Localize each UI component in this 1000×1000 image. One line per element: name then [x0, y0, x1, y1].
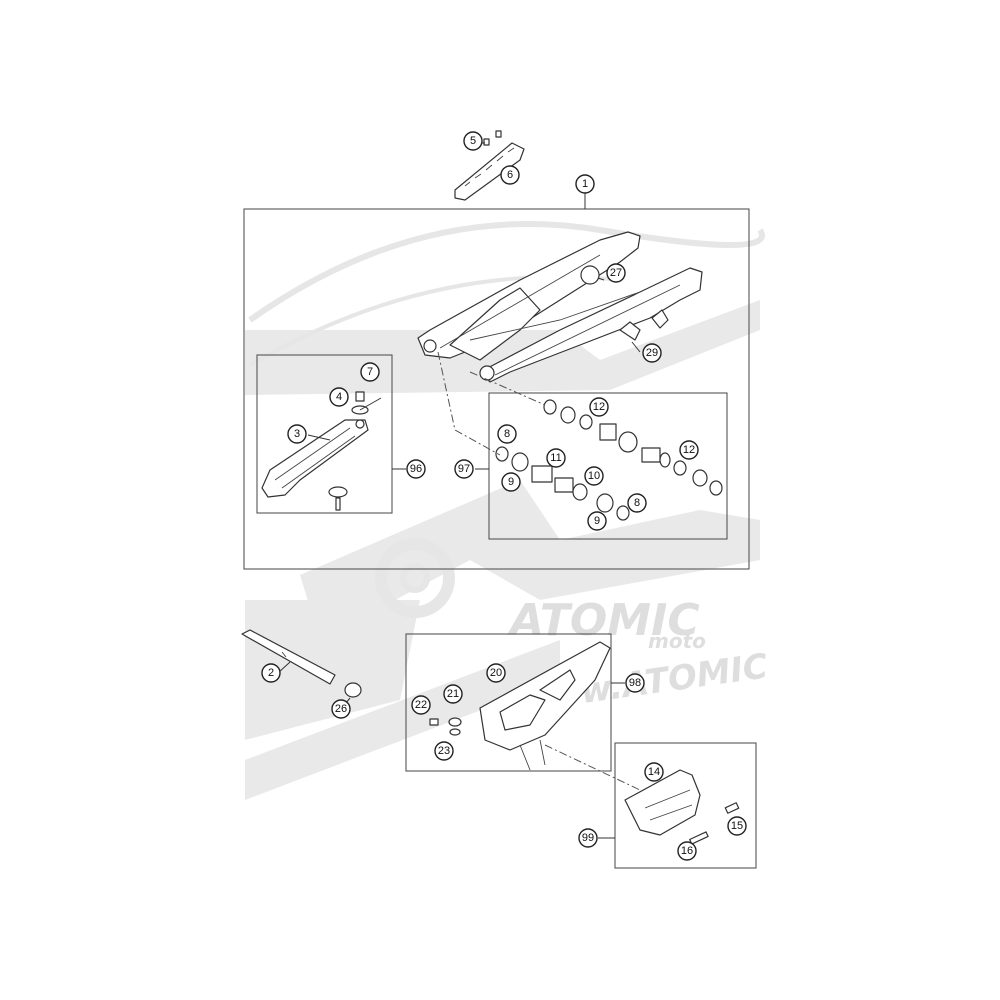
- svg-text:14: 14: [648, 766, 660, 778]
- chain-guard-kit-frame: [405, 633, 612, 772]
- callout-1: 1: [575, 174, 595, 194]
- assembly-line: [544, 744, 641, 791]
- callout-20: 20: [486, 663, 506, 683]
- watermark-moto: moto: [648, 629, 706, 653]
- watermark-brand: ATOMIC: [507, 595, 700, 646]
- callout-16: 16: [677, 841, 697, 861]
- callout-99: 99: [578, 828, 598, 848]
- svg-text:5: 5: [470, 135, 476, 147]
- swingarm-axle-part: [241, 629, 362, 698]
- chain-guard-part: [429, 641, 611, 771]
- callout-12-right: 12: [679, 440, 699, 460]
- callout-15: 15: [727, 816, 747, 836]
- callout-12-top: 12: [589, 397, 609, 417]
- callout-96: 96: [406, 459, 426, 479]
- bearing-kit-frame: [488, 392, 728, 540]
- callout-21: 21: [443, 684, 463, 704]
- assembly-line: [437, 351, 501, 456]
- svg-text:4: 4: [336, 391, 342, 403]
- svg-text:15: 15: [731, 820, 743, 832]
- chain-slider-kit-frame: [256, 354, 393, 514]
- callout-9-right: 9: [587, 511, 607, 531]
- callout-2: 2: [261, 663, 281, 683]
- svg-text:20: 20: [490, 667, 502, 679]
- chain-slide-part: [454, 130, 525, 201]
- callout-10: 10: [584, 466, 604, 486]
- svg-text:6: 6: [507, 169, 513, 181]
- callout-6: 6: [500, 165, 520, 185]
- chain-guide-part: [624, 769, 740, 845]
- callout-26: 26: [331, 699, 351, 719]
- callout-11: 11: [546, 448, 566, 468]
- svg-text:10: 10: [588, 470, 600, 482]
- callout-8-right: 8: [627, 493, 647, 513]
- bearing-parts: [495, 399, 723, 521]
- chain-guide-kit-frame: [614, 742, 757, 869]
- assembly-line: [469, 371, 546, 406]
- callout-3: 3: [287, 424, 307, 444]
- svg-text:21: 21: [447, 688, 459, 700]
- svg-text:12: 12: [683, 444, 695, 456]
- svg-text:8: 8: [634, 497, 640, 509]
- chain-slider-part: [261, 391, 369, 511]
- swingarm-assembly-frame: [243, 208, 750, 570]
- svg-text:98: 98: [629, 677, 641, 689]
- callout-8-left: 8: [497, 424, 517, 444]
- svg-text:27: 27: [610, 267, 622, 279]
- svg-text:12: 12: [593, 401, 605, 413]
- svg-text:9: 9: [594, 515, 600, 527]
- svg-text:97: 97: [458, 463, 470, 475]
- svg-text:29: 29: [646, 347, 658, 359]
- callout-98: 98: [625, 673, 645, 693]
- svg-text:1: 1: [582, 178, 588, 190]
- svg-text:8: 8: [504, 428, 510, 440]
- svg-text:11: 11: [550, 452, 561, 464]
- callout-29: 29: [642, 343, 662, 363]
- callout-23: 23: [434, 741, 454, 761]
- callout-14: 14: [644, 762, 664, 782]
- svg-text:2: 2: [268, 667, 274, 679]
- callout-5: 5: [463, 131, 483, 151]
- callout-4: 4: [329, 387, 349, 407]
- svg-text:16: 16: [681, 845, 693, 857]
- svg-text:7: 7: [367, 366, 373, 378]
- svg-text:26: 26: [335, 703, 347, 715]
- callout-22: 22: [411, 695, 431, 715]
- callout-7: 7: [360, 362, 380, 382]
- svg-text:99: 99: [582, 832, 594, 844]
- swingarm-part: [417, 231, 703, 383]
- svg-text:9: 9: [508, 476, 514, 488]
- svg-text:3: 3: [294, 428, 300, 440]
- svg-text:22: 22: [415, 699, 427, 711]
- callout-97: 97: [454, 459, 474, 479]
- svg-text:96: 96: [410, 463, 422, 475]
- callout-27: 27: [606, 263, 626, 283]
- svg-text:23: 23: [438, 745, 450, 757]
- callout-9-left: 9: [501, 472, 521, 492]
